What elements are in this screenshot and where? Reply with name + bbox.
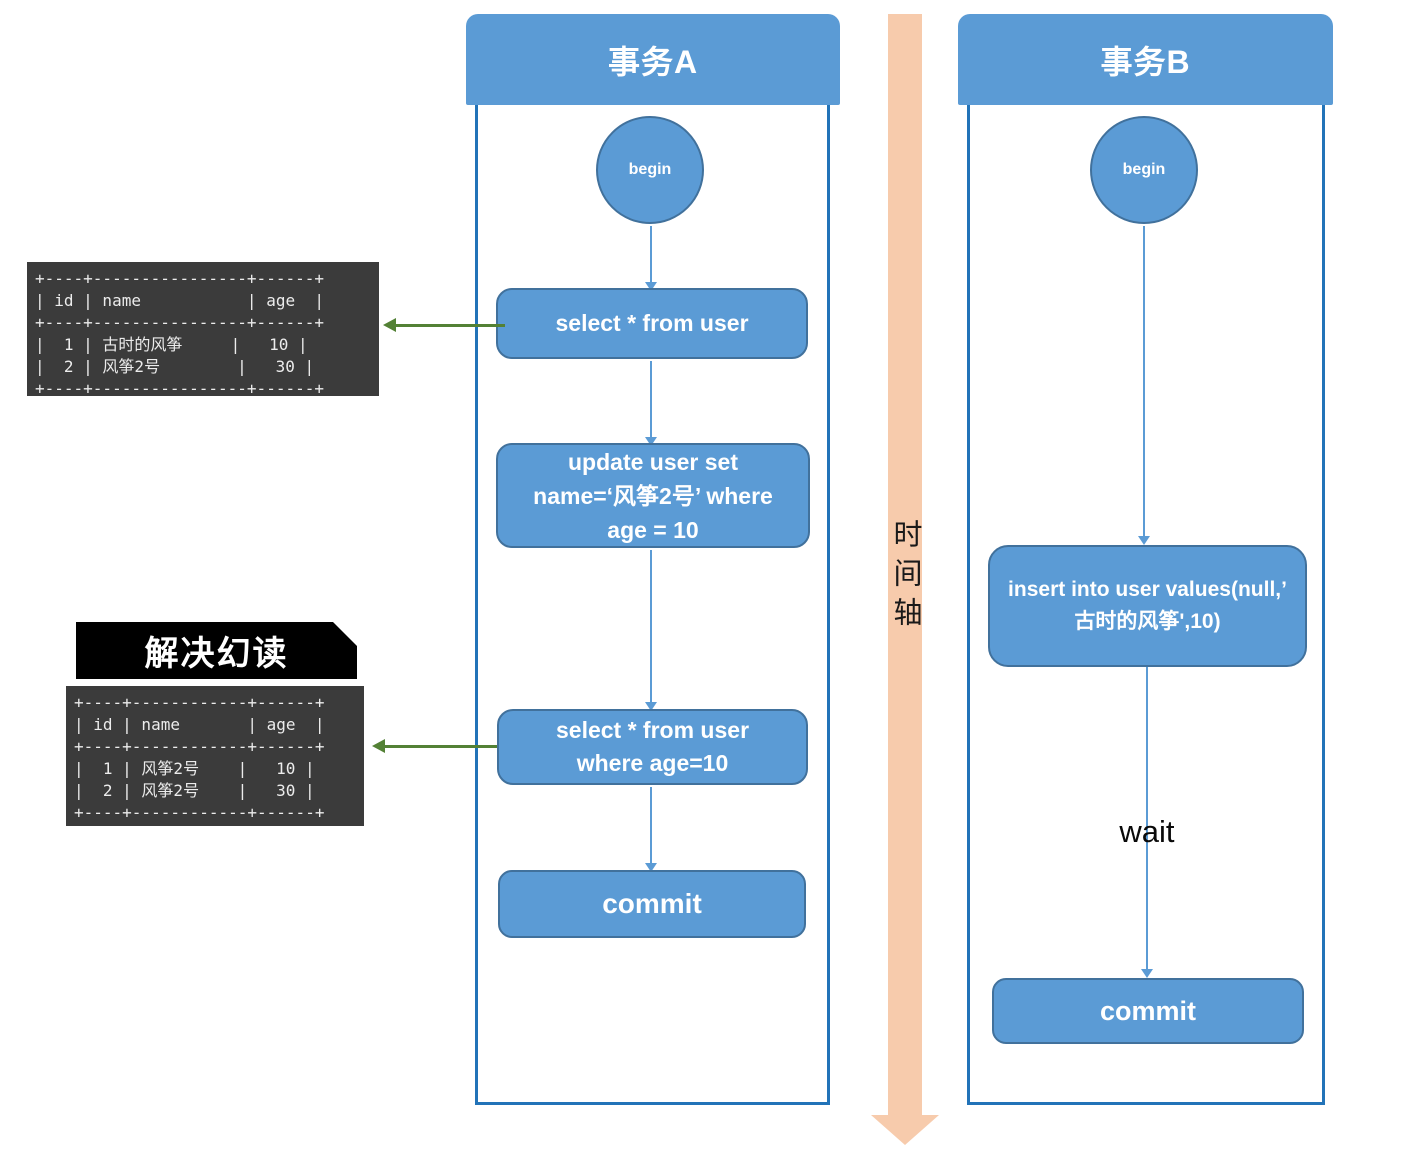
node-a-update: update user set name=‘风筝2号’ where age = … xyxy=(496,443,810,548)
node-a-select-2: select * from user where age=10 xyxy=(497,709,808,785)
result-arrow-2-icon xyxy=(372,739,497,753)
transaction-a-title: 事务A xyxy=(607,43,699,80)
arrow-a-begin-to-select-icon xyxy=(645,226,657,291)
arrow-a-select-to-commit-icon xyxy=(645,787,657,872)
transaction-b-title: 事务B xyxy=(1100,43,1191,80)
transaction-b-header: 事务B xyxy=(958,14,1333,105)
arrow-a-update-to-select-icon xyxy=(645,550,657,711)
node-b-commit: commit xyxy=(992,978,1304,1044)
timeline-label: 时间轴 xyxy=(889,519,921,636)
phantom-read-solved-label: 解决幻读 xyxy=(76,622,357,679)
query-result-table-1: +----+----------------+------+ | id | na… xyxy=(27,262,379,398)
node-a-commit: commit xyxy=(498,870,806,938)
timeline-arrowhead-icon xyxy=(871,1115,939,1145)
timeline-bar: 时间轴 xyxy=(888,14,922,1115)
arrow-a-select-to-update-icon xyxy=(645,361,657,446)
transaction-a-lane xyxy=(475,105,830,1105)
arrow-b-insert-to-commit-icon xyxy=(1141,667,1153,978)
result-arrow-1-icon xyxy=(383,318,505,332)
node-b-insert: insert into user values(null,’ 古时的风筝',10… xyxy=(988,545,1307,667)
begin-node-b: begin xyxy=(1090,116,1198,224)
node-a-select-1: select * from user xyxy=(496,288,808,359)
wait-label: wait xyxy=(1119,814,1175,849)
transaction-a-header: 事务A xyxy=(466,14,840,105)
query-result-table-2: +----+------------+------+ | id | name |… xyxy=(66,686,364,826)
arrow-b-begin-to-insert-icon xyxy=(1138,226,1150,545)
begin-node-a: begin xyxy=(596,116,704,224)
